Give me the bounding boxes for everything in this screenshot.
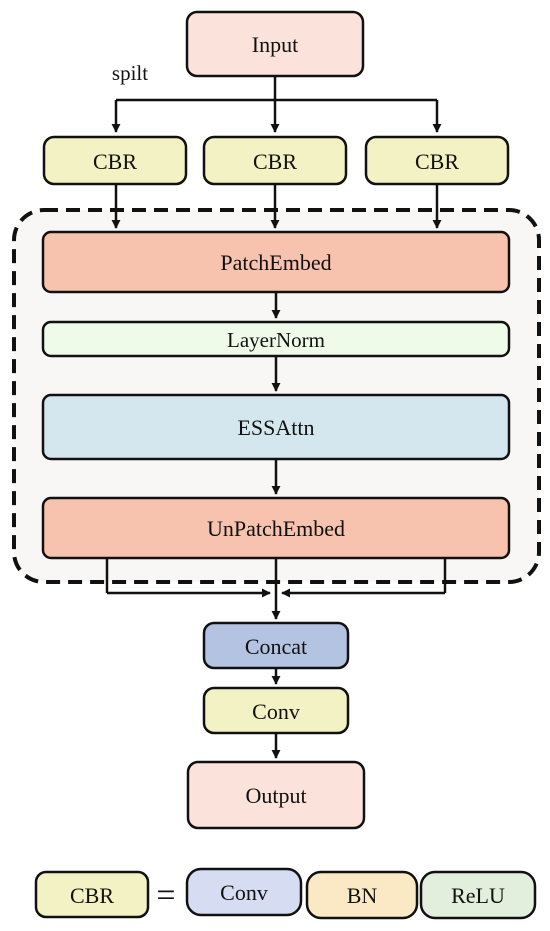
cbr-node-2: CBR xyxy=(202,135,348,186)
essattn-label: ESSAttn xyxy=(237,415,314,440)
patchembed-node: PatchEmbed xyxy=(41,230,511,294)
cbr-label-3: CBR xyxy=(415,149,459,174)
legend-conv-label: Conv xyxy=(220,880,268,905)
input-node: Input xyxy=(185,10,365,78)
legend: CBR = Conv BN ReLU xyxy=(34,867,537,920)
legend-relu-label: ReLU xyxy=(451,883,505,908)
cbr-label-2: CBR xyxy=(253,149,297,174)
split-connectors xyxy=(111,76,442,133)
output-node: Output xyxy=(186,760,366,830)
conv-label: Conv xyxy=(252,699,300,724)
split-label: spilt xyxy=(112,61,148,85)
cbr-label-1: CBR xyxy=(93,149,137,174)
patchembed-label: PatchEmbed xyxy=(220,250,331,275)
essattn-node: ESSAttn xyxy=(41,393,511,461)
cbr-to-patchembed-arrows xyxy=(111,184,442,229)
legend-conv: Conv xyxy=(185,867,303,917)
concat-label: Concat xyxy=(245,634,307,659)
input-label: Input xyxy=(252,32,298,57)
cbr-node-3: CBR xyxy=(364,135,510,186)
output-label: Output xyxy=(245,783,306,808)
legend-bn-label: BN xyxy=(347,883,378,908)
cbr-node-1: CBR xyxy=(42,135,188,186)
layernorm-node: LayerNorm xyxy=(41,320,511,358)
unpatchembed-label: UnPatchEmbed xyxy=(207,516,345,541)
legend-cbr: CBR xyxy=(34,870,150,919)
legend-equals: = xyxy=(156,877,175,914)
legend-cbr-label: CBR xyxy=(70,883,114,908)
layernorm-label: LayerNorm xyxy=(227,328,325,352)
merge-connectors xyxy=(105,558,447,620)
legend-bn: BN xyxy=(305,870,419,920)
legend-relu: ReLU xyxy=(419,870,537,920)
concat-node: Concat xyxy=(202,621,350,670)
unpatchembed-node: UnPatchEmbed xyxy=(41,496,511,560)
conv-node: Conv xyxy=(202,686,350,735)
